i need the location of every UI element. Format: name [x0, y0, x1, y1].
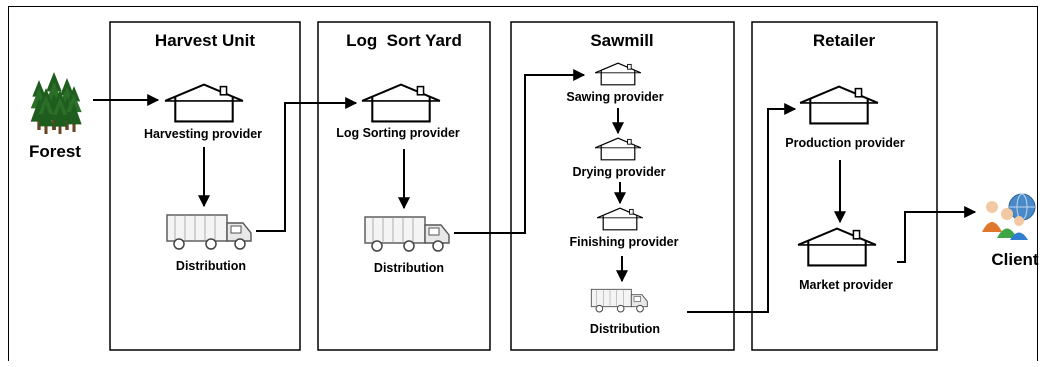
diagram-frame [8, 6, 1038, 361]
house-icon [596, 207, 644, 231]
house-icon [796, 227, 878, 267]
stage-log-sort-yard [317, 21, 491, 351]
truck-icon [364, 216, 450, 252]
truck-icon [166, 214, 252, 250]
sawmill-distribution-label: Distribution [590, 322, 660, 336]
harvesting-provider-label: Harvesting provider [144, 127, 262, 141]
house-icon [164, 83, 244, 123]
forest-label: Forest [29, 142, 81, 161]
house-icon [798, 85, 880, 125]
arrow-sawmill-to-retailer [687, 103, 797, 313]
arrow-market-to-client [897, 206, 977, 263]
stage-title-retailer: Retailer [813, 31, 876, 50]
truck-icon [590, 288, 648, 313]
flow-arrows [93, 69, 977, 313]
stage-retailer [751, 21, 938, 351]
stage-sawmill [510, 21, 735, 351]
arrow-harvest-to-logsort [256, 97, 358, 232]
arrow-logsort-to-sawmill [454, 69, 586, 234]
sawing-provider-label: Sawing provider [566, 90, 663, 104]
drying-provider-label: Drying provider [572, 165, 665, 179]
house-icon [594, 137, 642, 161]
logsort-distribution-label: Distribution [374, 261, 444, 275]
client-label: Client [991, 250, 1039, 269]
house-icon [360, 83, 442, 123]
stage-title-log-sort-yard: Log Sort Yard [346, 31, 462, 50]
harvest-distribution-label: Distribution [176, 259, 246, 273]
people-globe-icon [982, 193, 1036, 240]
stage-harvest-unit [109, 21, 301, 351]
finishing-provider-label: Finishing provider [569, 235, 678, 249]
market-provider-label: Market provider [799, 278, 893, 292]
production-provider-label: Production provider [785, 136, 905, 150]
pine-trees-icon [30, 72, 82, 134]
stage-title-harvest-unit: Harvest Unit [155, 31, 255, 50]
house-icon [594, 62, 642, 86]
stage-title-sawmill: Sawmill [590, 31, 653, 50]
log-sorting-provider-label: Log Sorting provider [336, 126, 460, 140]
